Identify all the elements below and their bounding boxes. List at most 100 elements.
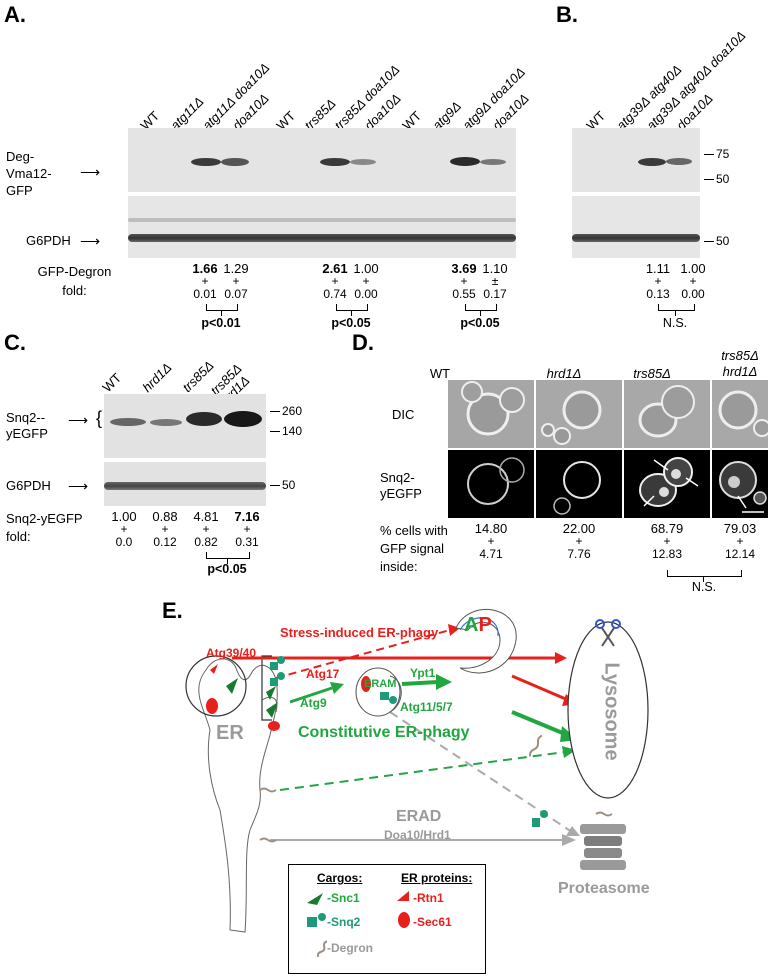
mw-marker: 140 bbox=[282, 424, 303, 438]
bracket-stick bbox=[703, 576, 705, 582]
mw-tick bbox=[704, 154, 714, 155]
col-label: trs85Δ hrd1Δ bbox=[721, 348, 759, 379]
quant-b-2: 1.00+0.00 bbox=[680, 261, 706, 301]
snq2-fold-label: Snq2-yEGFP fold: bbox=[6, 511, 83, 544]
sec61-icon bbox=[398, 912, 410, 928]
col-label: WT bbox=[429, 366, 451, 381]
rtn1-icon bbox=[397, 891, 409, 901]
bracket-stick bbox=[675, 310, 677, 316]
ap-p: P bbox=[478, 614, 492, 636]
er-proteins-title: ER proteins: bbox=[401, 871, 473, 885]
quant-c-4: 7.16+0.31 bbox=[234, 509, 260, 549]
quant-d-4: 79.03+12.14 bbox=[723, 521, 757, 561]
ap-a: A bbox=[464, 614, 479, 636]
mw-marker: 50 bbox=[716, 234, 730, 248]
gfp-image bbox=[624, 450, 710, 518]
mw-tick bbox=[704, 241, 714, 242]
col-label: trs85Δ bbox=[633, 366, 671, 381]
gfp-image bbox=[448, 450, 534, 518]
pvalue-a-3: p<0.05 bbox=[460, 316, 500, 330]
stress-label: Stress-induced ER-phagy bbox=[280, 625, 439, 640]
quant-c-1: 1.00+0.0 bbox=[111, 509, 137, 549]
snq2-yegfp-label: Snq2-yEGFP bbox=[380, 470, 422, 501]
atg3940-label: Atg39/40 bbox=[206, 646, 257, 660]
col-label: hrd1Δ bbox=[546, 366, 582, 381]
quant-a-1: 1.66+0.01 bbox=[192, 261, 218, 301]
gfp-degron-label: GFP-Degron fold: bbox=[37, 264, 112, 298]
quant-d-1: 14.80+4.71 bbox=[474, 521, 508, 561]
quant-d-2: 22.00+7.76 bbox=[562, 521, 596, 561]
pvalue-b: N.S. bbox=[662, 316, 688, 330]
snq2-icon bbox=[307, 913, 326, 927]
bracket-stick bbox=[351, 310, 353, 316]
gfp-image bbox=[536, 450, 622, 518]
panel-c-letter: C. bbox=[4, 330, 26, 355]
legend-box: Cargos: ER proteins: -Snc1 -Snq2 -Degron… bbox=[288, 864, 486, 974]
curly-brace-icon: { bbox=[96, 408, 103, 428]
g6pdh-label-a: G6PDH bbox=[26, 233, 71, 248]
gfp-image bbox=[712, 450, 768, 518]
mw-tick bbox=[270, 431, 280, 432]
ypt1-label: Ypt1 bbox=[410, 666, 436, 680]
quant-b-1: 1.11+0.13 bbox=[645, 261, 671, 301]
erad-label: ERAD bbox=[396, 808, 442, 825]
lysosome-label: Lysosome bbox=[600, 662, 623, 761]
cargos-title: Cargos: bbox=[317, 871, 363, 885]
constitutive-label: Constitutive ER-phagy bbox=[298, 724, 470, 741]
blot-b-g6pdh bbox=[572, 196, 700, 258]
bracket bbox=[667, 570, 742, 577]
blot-c-snq2 bbox=[104, 394, 266, 458]
proteasome-label: Proteasome bbox=[558, 880, 650, 897]
pvalue-a-2: p<0.05 bbox=[331, 316, 371, 330]
sec61-legend: -Sec61 bbox=[413, 915, 452, 929]
quant-a-6: 1.10±0.17 bbox=[482, 261, 508, 301]
blot-c-g6pdh bbox=[104, 462, 266, 506]
erad-sub-label: Doa10/Hrd1 bbox=[384, 828, 451, 842]
quant-a-3: 2.61+0.74 bbox=[322, 261, 348, 301]
mw-marker: 260 bbox=[282, 404, 303, 418]
blot-b-gfp bbox=[572, 128, 700, 192]
mw-marker: 75 bbox=[716, 147, 730, 161]
bracket-stick bbox=[227, 558, 229, 564]
pathway-diagram bbox=[185, 609, 649, 933]
pvalue-c: p<0.05 bbox=[207, 562, 247, 576]
bracket bbox=[658, 304, 695, 311]
dic-image bbox=[448, 380, 534, 448]
snq2-legend: -Snq2 bbox=[327, 915, 361, 929]
quant-a-2: 1.29+0.07 bbox=[223, 261, 249, 301]
quant-a-4: 1.00+0.00 bbox=[353, 261, 379, 301]
blot-a-gfp bbox=[128, 128, 516, 192]
lane-label: hrd1Δ bbox=[139, 359, 175, 395]
eram-label: ERAM bbox=[364, 678, 397, 690]
panel-b-letter: B. bbox=[556, 2, 578, 27]
dic-label: DIC bbox=[392, 407, 415, 422]
arrow-icon: ⟶ bbox=[68, 412, 89, 428]
atg9-label: Atg9 bbox=[300, 696, 327, 710]
mw-tick bbox=[704, 179, 714, 180]
panel-e-letter: E. bbox=[162, 598, 183, 623]
pvalue-a-1: p<0.01 bbox=[201, 316, 241, 330]
panel-a-letter: A. bbox=[4, 2, 26, 27]
atg17-label: Atg17 bbox=[306, 667, 340, 681]
snc1-legend: -Snc1 bbox=[327, 891, 360, 905]
arrow-icon: ⟶ bbox=[68, 478, 89, 494]
arrow-icon: ⟶ bbox=[80, 233, 101, 249]
bracket-stick bbox=[221, 310, 223, 316]
dic-image bbox=[536, 380, 622, 448]
quant-c-3: 4.81+0.82 bbox=[193, 509, 219, 549]
rtn1-legend: -Rtn1 bbox=[413, 891, 444, 905]
degron-legend: -Degron bbox=[327, 941, 373, 955]
quant-d-3: 68.79+12.83 bbox=[650, 521, 684, 561]
g6pdh-label-c: G6PDH bbox=[6, 478, 51, 493]
blot-a-g6pdh bbox=[128, 196, 516, 258]
dic-image bbox=[624, 380, 710, 448]
arrow-icon: ⟶ bbox=[80, 164, 101, 180]
quant-a-5: 3.69+0.55 bbox=[451, 261, 477, 301]
pct-cells-label: % cells with GFP signal inside: bbox=[380, 523, 448, 574]
ap-label: AP bbox=[464, 614, 492, 637]
mw-tick bbox=[270, 411, 280, 412]
mw-marker: 50 bbox=[282, 478, 296, 492]
pvalue-d: N.S. bbox=[691, 580, 717, 594]
quant-c-2: 0.88+0.12 bbox=[152, 509, 178, 549]
dic-image bbox=[712, 380, 768, 448]
